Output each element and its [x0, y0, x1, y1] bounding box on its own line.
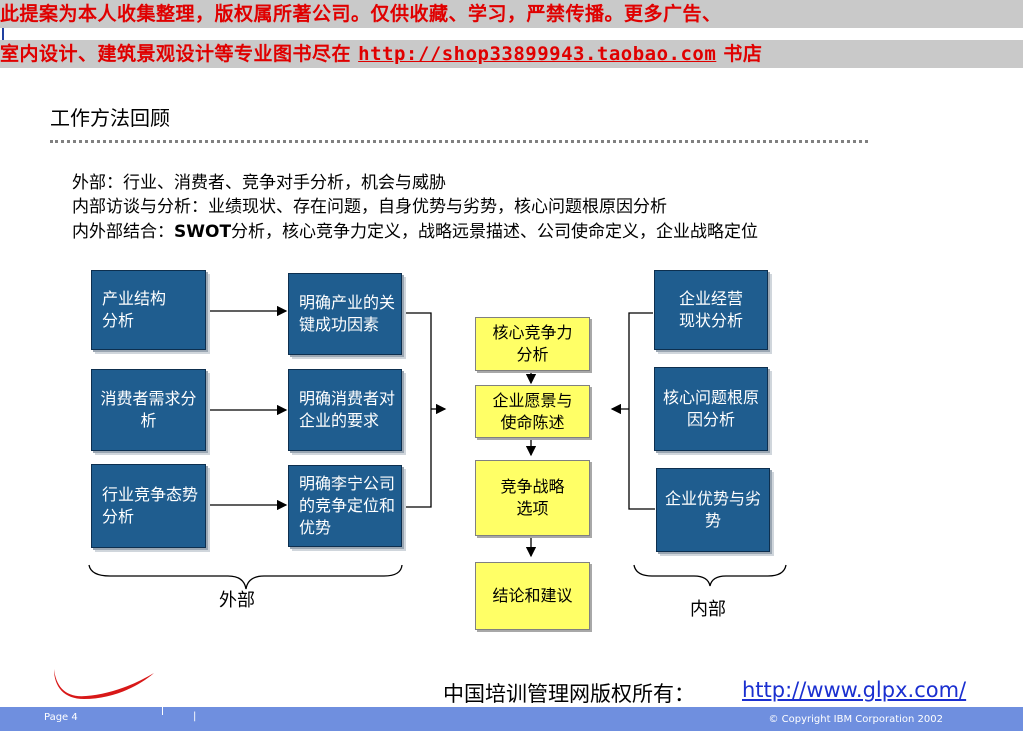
page-number: Page 4: [44, 712, 78, 723]
box-industry-competition-label: 行业竞争态势分析: [102, 485, 199, 526]
footer-bar-glyph: |: [193, 711, 197, 722]
box-root-cause-label: 核心问题根原因分析: [663, 388, 760, 429]
banner-shop-link[interactable]: http://shop33899943.taobao.com: [358, 43, 717, 65]
footer-separator: [162, 705, 163, 715]
intro-line3-suffix: 分析，核心竞争力定义，战略远景描述、公司使命定义，企业战略定位: [231, 222, 759, 242]
copyright-link[interactable]: http://www.glpx.com/: [742, 678, 967, 702]
footer-bar: Page 4 | © Copyright IBM Corporation 200…: [0, 705, 1023, 731]
banner-text-2: 室内设计、建筑景观设计等专业图书尽在: [0, 43, 359, 65]
box-vision-mission: 企业愿景与使命陈述: [475, 385, 590, 438]
box-consumer-needs-label: 消费者需求分析: [100, 389, 197, 430]
box-strengths-weaknesses-label: 企业优势与劣势: [665, 489, 762, 530]
box-key-success-factors: 明确产业的关键成功因素: [288, 273, 402, 355]
box-strategy-options-label: 竞争战略选项: [500, 477, 565, 518]
brand-logo: [54, 669, 154, 699]
watermark-banner-line1: 此提案为本人收集整理，版权属所著公司。仅供收藏、学习，严禁传播。更多广告、: [0, 0, 1023, 28]
box-industry-structure-label: 产业结构分析: [102, 289, 167, 330]
bracket-external: [403, 312, 432, 508]
banner-text-1: 此提案为本人收集整理，版权属所著公司。仅供收藏、学习，严禁传播。更多广告、: [0, 3, 722, 25]
box-key-success-factors-label: 明确产业的关键成功因素: [299, 293, 396, 334]
banner-divider: [0, 28, 1023, 40]
box-competitive-position: 明确李宁公司的竞争定位和优势: [288, 465, 402, 547]
box-operating-status-label: 企业经营现状分析: [678, 289, 743, 330]
box-vision-mission-label: 企业愿景与使命陈述: [492, 390, 573, 432]
box-competitive-position-label: 明确李宁公司的竞争定位和优势: [299, 474, 396, 537]
box-conclusion-label: 结论和建议: [492, 586, 573, 605]
ibm-copyright: © Copyright IBM Corporation 2002: [768, 714, 943, 725]
box-industry-structure: 产业结构分析: [91, 270, 206, 350]
intro-line-combined: 内外部结合：SWOT分析，核心竞争力定义，战略远景描述、公司使命定义，企业战略定…: [72, 220, 758, 244]
box-consumer-needs: 消费者需求分析: [91, 369, 206, 451]
box-strengths-weaknesses: 企业优势与劣势: [656, 468, 770, 552]
box-root-cause: 核心问题根原因分析: [654, 367, 768, 451]
watermark-banner-line2: 室内设计、建筑景观设计等专业图书尽在 http://shop33899943.t…: [0, 40, 1023, 68]
label-external: 外部: [219, 590, 255, 611]
box-consumer-requirements-label: 明确消费者对企业的要求: [299, 389, 396, 430]
title-divider: [50, 140, 868, 143]
brace-internal: [633, 564, 787, 587]
intro-line3-prefix: 内外部结合：: [72, 222, 174, 242]
bracket-internal: [628, 312, 655, 510]
box-operating-status: 企业经营现状分析: [654, 270, 768, 350]
box-conclusion: 结论和建议: [475, 562, 590, 630]
page-title: 工作方法回顾: [50, 106, 170, 130]
banner-text-2-suffix: 书店: [716, 43, 763, 65]
intro-line3-swot: SWOT: [174, 222, 232, 242]
label-internal: 内部: [690, 599, 726, 620]
box-core-competency-label: 核心竞争力分析: [492, 323, 573, 364]
intro-line-external: 外部：行业、消费者、竞争对手分析，机会与威胁: [72, 173, 446, 193]
box-strategy-options: 竞争战略选项: [475, 460, 590, 536]
intro-line-internal: 内部访谈与分析：业绩现状、存在问题，自身优势与劣势，核心问题根原因分析: [72, 197, 667, 217]
box-industry-competition: 行业竞争态势分析: [91, 464, 206, 548]
box-core-competency: 核心竞争力分析: [475, 317, 590, 371]
copyright-text: 中国培训管理网版权所有：: [443, 682, 695, 706]
box-consumer-requirements: 明确消费者对企业的要求: [288, 369, 402, 451]
